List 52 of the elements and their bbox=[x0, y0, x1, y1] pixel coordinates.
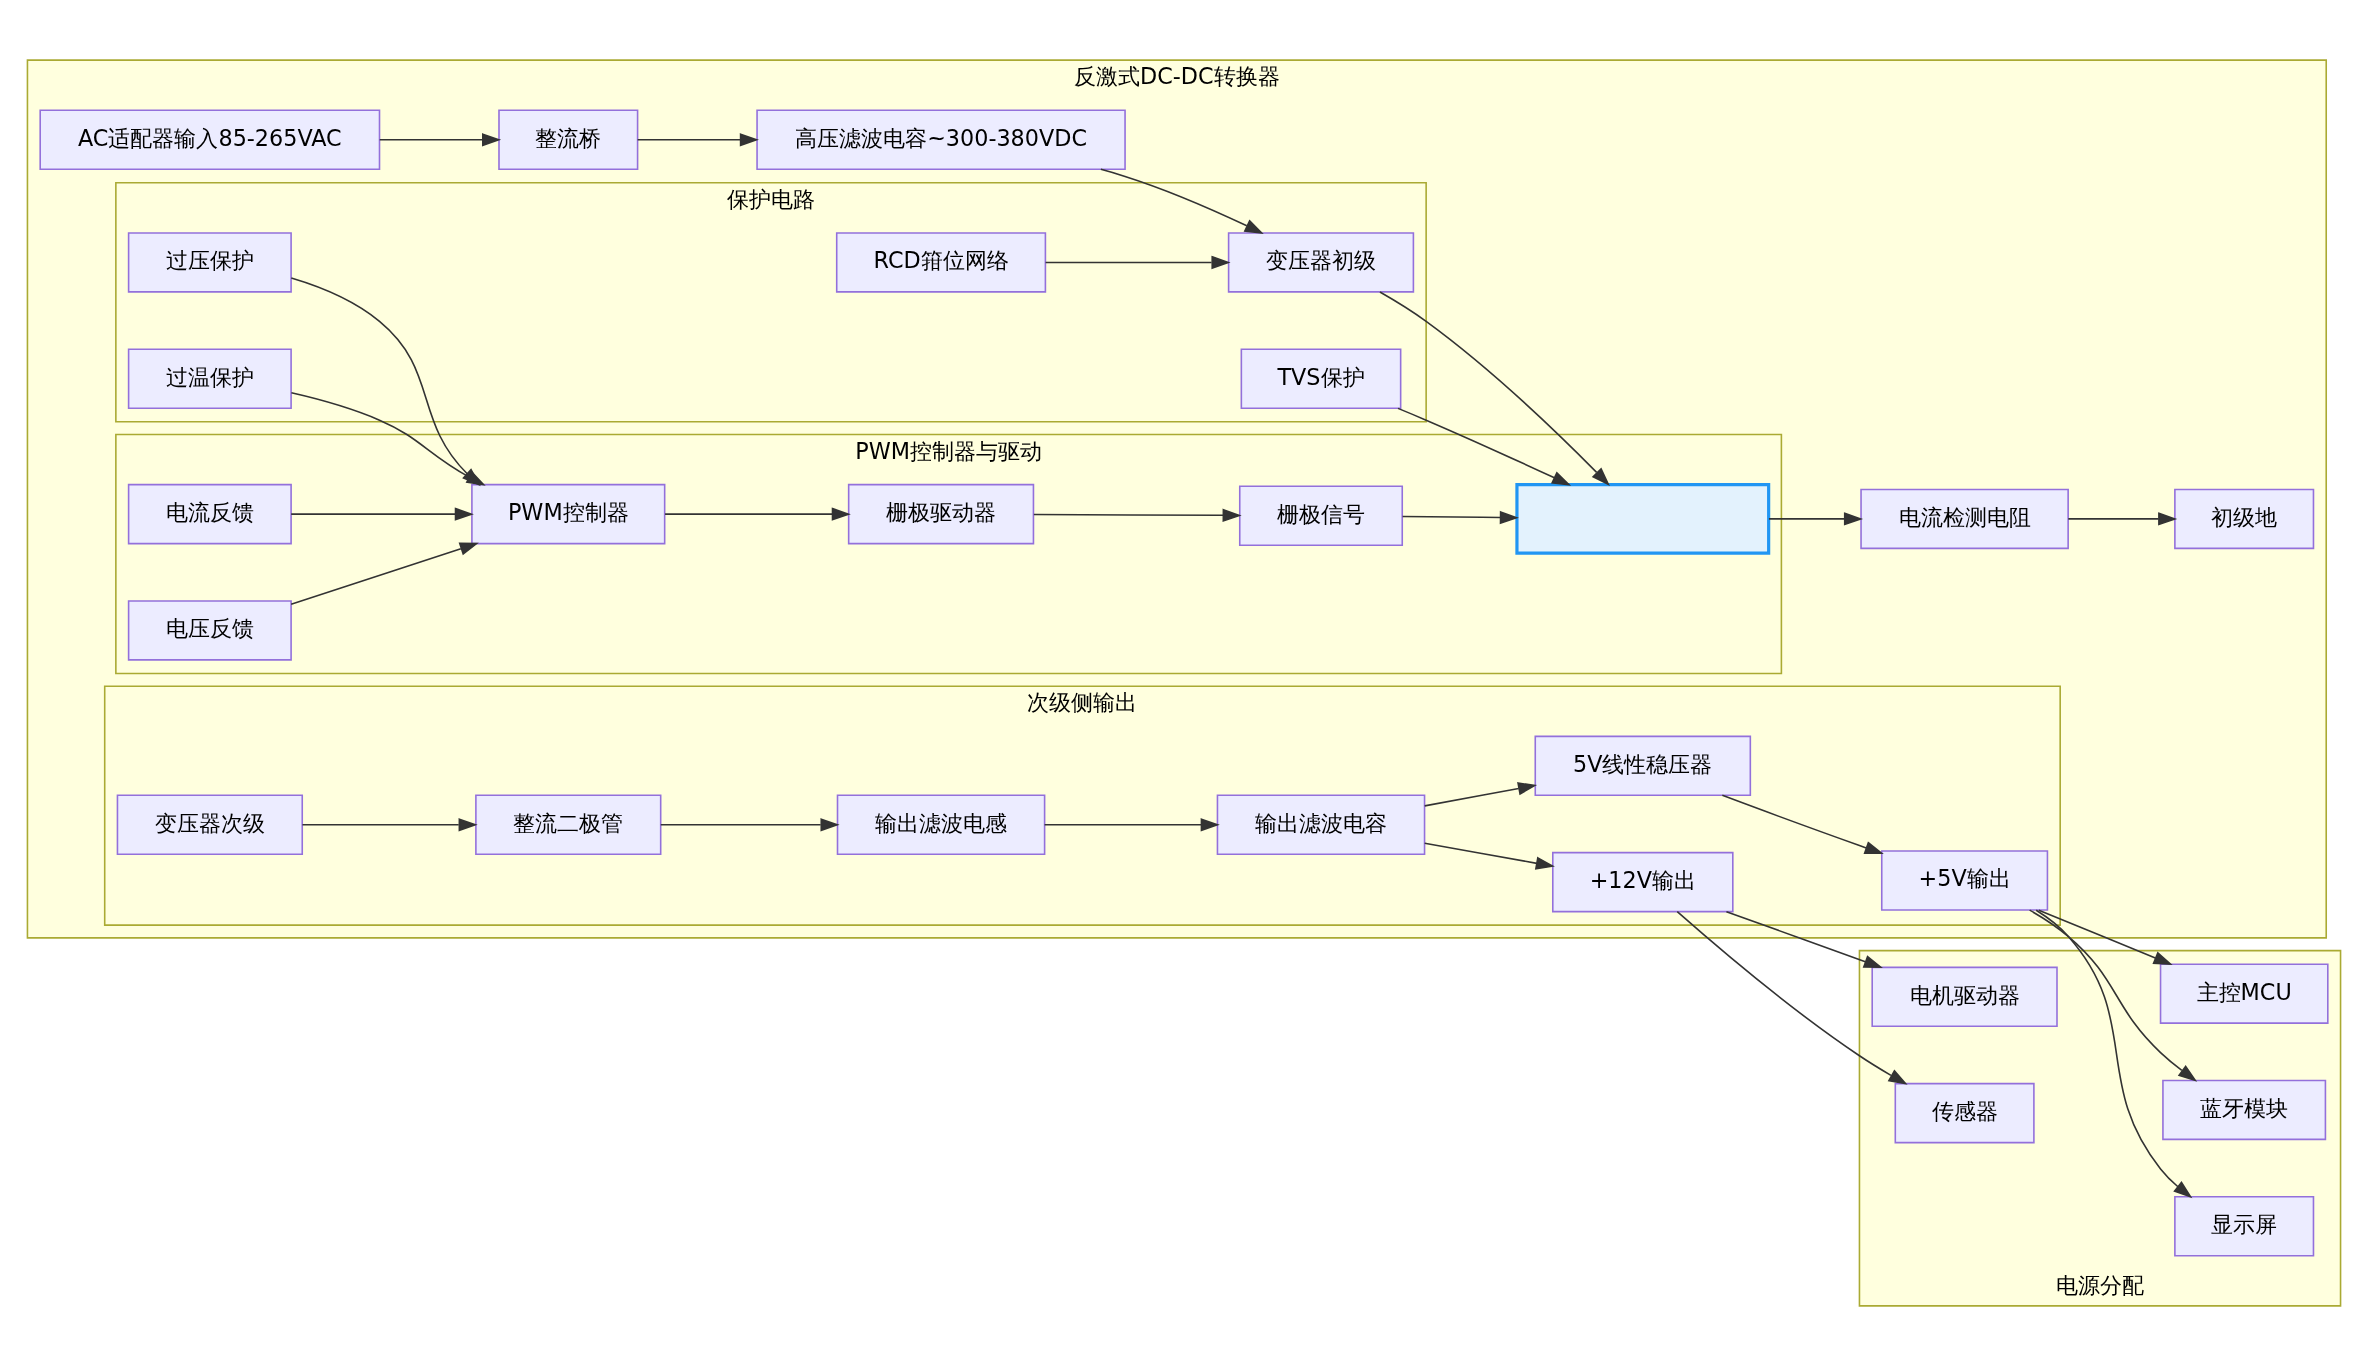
node-box: 蓝牙模块 bbox=[2162, 1079, 2327, 1141]
node-box: 输出滤波电感 bbox=[836, 794, 1046, 856]
node-box: 栅极驱动器 bbox=[847, 483, 1035, 545]
node-box: 显示屏 bbox=[2174, 1195, 2315, 1257]
arrow bbox=[2035, 909, 2193, 1199]
node-box: 整流桥 bbox=[498, 109, 639, 171]
node-box: 初级地 bbox=[2174, 488, 2315, 550]
arrow bbox=[1401, 510, 1519, 525]
node-box: 输出滤波电容 bbox=[1216, 794, 1426, 856]
node-box: 主控MCU bbox=[2159, 963, 2329, 1024]
node-box: 电流反馈 bbox=[127, 483, 292, 545]
arrow bbox=[636, 133, 759, 147]
arrow bbox=[659, 818, 840, 832]
node-box: 过压保护 bbox=[127, 232, 292, 293]
node-box: +12V输出 bbox=[1552, 851, 1734, 913]
arrow bbox=[664, 507, 851, 521]
arrow bbox=[1397, 407, 1572, 486]
arrow bbox=[290, 507, 474, 521]
node-box: 变压器初级 bbox=[1227, 232, 1415, 293]
node-box: +5V输出 bbox=[1880, 850, 2049, 911]
node-box: 高压滤波电容~300-380VDC bbox=[756, 109, 1126, 171]
arrow bbox=[1423, 782, 1538, 807]
arrow bbox=[1676, 910, 1908, 1085]
node-box: 整流二极管 bbox=[475, 794, 662, 856]
arrow bbox=[1033, 508, 1242, 522]
arrow bbox=[2038, 909, 2173, 966]
node-box: 5V线性稳压器 bbox=[1534, 735, 1752, 797]
arrow bbox=[290, 542, 479, 606]
arrow bbox=[2067, 512, 2178, 526]
node-box: 栅极信号 bbox=[1238, 485, 1404, 546]
arrow bbox=[301, 818, 478, 832]
arrow bbox=[378, 133, 502, 147]
node-box: 过温保护 bbox=[127, 348, 292, 409]
arrow bbox=[1043, 818, 1220, 832]
node-box: AC适配器输入85-265VAC bbox=[39, 109, 381, 171]
node-box bbox=[1515, 483, 1771, 555]
node-box: 传感器 bbox=[1894, 1082, 2035, 1144]
node-box: 电压反馈 bbox=[127, 600, 292, 661]
arrow bbox=[1044, 255, 1231, 270]
node-box: TVS保护 bbox=[1240, 348, 1402, 409]
arrow bbox=[1379, 291, 1610, 486]
arrow bbox=[1768, 512, 1864, 526]
node-box: PWM控制器 bbox=[471, 483, 666, 545]
arrow bbox=[1423, 842, 1555, 870]
node-box: 变压器次级 bbox=[116, 794, 304, 856]
node-box: 电流检测电阻 bbox=[1860, 488, 2069, 550]
arrow bbox=[2028, 909, 2198, 1082]
arrow bbox=[1721, 794, 1884, 855]
node-box: RCD箝位网络 bbox=[835, 232, 1047, 293]
arrow bbox=[1100, 168, 1264, 234]
arrow bbox=[1725, 910, 1883, 968]
node-box: 电机驱动器 bbox=[1871, 966, 2058, 1028]
